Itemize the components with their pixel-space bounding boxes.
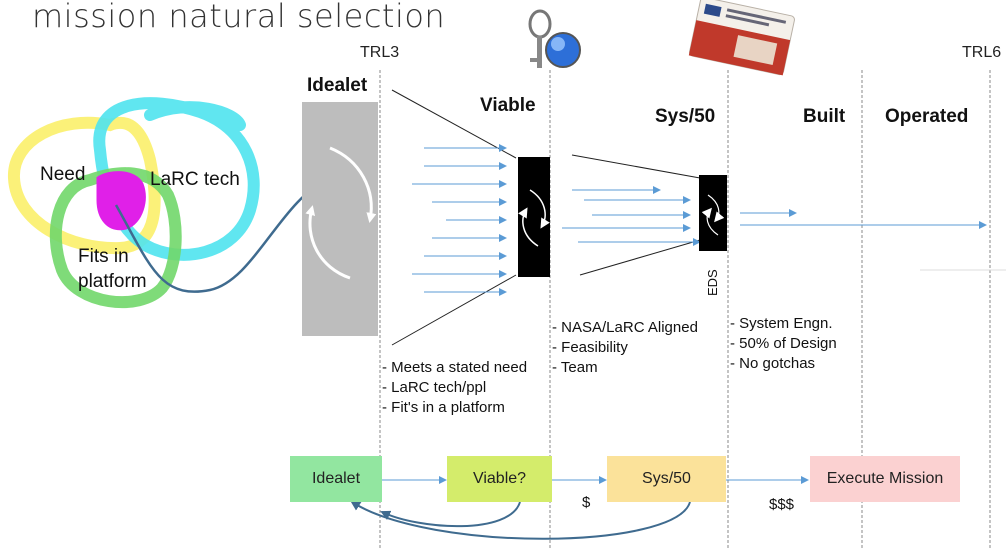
stage-heading-idealet: Idealet xyxy=(307,75,368,96)
criteria-item: - Meets a stated need xyxy=(382,359,528,376)
keys-globe-icon xyxy=(528,9,581,68)
sys50-cycle-arrows xyxy=(701,194,725,236)
built-criteria: - System Engn. - 50% of Design - No gotc… xyxy=(730,314,837,374)
flow-box-viable: Viable? xyxy=(447,456,552,502)
sys50-block xyxy=(699,175,727,251)
criteria-item: - NASA/LaRC Aligned xyxy=(552,319,698,336)
venn-to-idealet-arrow xyxy=(114,176,332,293)
criteria-item: - 50% of Design xyxy=(730,335,837,352)
stage-heading-operated: Operated xyxy=(885,106,969,127)
venn-label-tech: LaRC tech xyxy=(150,169,240,190)
criteria-item: - Feasibility xyxy=(552,339,628,356)
sys50-criteria: - NASA/LaRC Aligned - Feasibility - Team xyxy=(552,318,698,378)
funnel-arrows-2 xyxy=(562,186,701,246)
venn-label-fits-1: Fits in xyxy=(78,246,129,267)
need-circle xyxy=(8,116,161,255)
id-card-icon xyxy=(688,0,795,76)
stage-heading-built: Built xyxy=(803,106,846,127)
page-title: mission natural selection xyxy=(32,0,446,35)
flow-box-sys50: Sys/50 xyxy=(607,456,726,502)
stage-heading-viable: Viable xyxy=(480,95,536,116)
criteria-item: - Fit's in a platform xyxy=(382,399,505,416)
funnel-lines xyxy=(391,89,701,346)
criteria-item: - LaRC tech/ppl xyxy=(382,379,487,396)
trl6-label: TRL6 xyxy=(962,44,1002,61)
cost-label-small: $ xyxy=(582,494,591,511)
criteria-item: - No gotchas xyxy=(730,355,816,372)
venn-label-need: Need xyxy=(40,164,86,185)
stage-heading-sys50: Sys/50 xyxy=(655,106,716,127)
feedback-arrows xyxy=(350,500,691,540)
viable-cycle-arrows xyxy=(518,189,550,247)
idealet-cycle-arrows xyxy=(305,146,377,280)
trl3-label: TRL3 xyxy=(360,44,400,61)
flow-box-idealet: Idealet xyxy=(290,456,382,502)
criteria-item: - Team xyxy=(552,359,598,376)
idealet-block xyxy=(302,102,378,336)
criteria-item: - System Engn. xyxy=(730,315,833,332)
post-sys50-arrows xyxy=(740,209,987,229)
fits-circle xyxy=(49,167,182,309)
eds-label: EDS xyxy=(705,269,720,296)
overlap-blob xyxy=(96,171,146,231)
funnel-arrows-1 xyxy=(412,144,507,296)
venn-label-fits-2: platform xyxy=(78,271,147,292)
viable-criteria: - Meets a stated need - LaRC tech/ppl - … xyxy=(382,358,527,418)
cost-label-large: $$$ xyxy=(769,496,795,513)
flow-box-execute-mission: Execute Mission xyxy=(810,456,960,502)
venn-diagram xyxy=(8,97,260,309)
